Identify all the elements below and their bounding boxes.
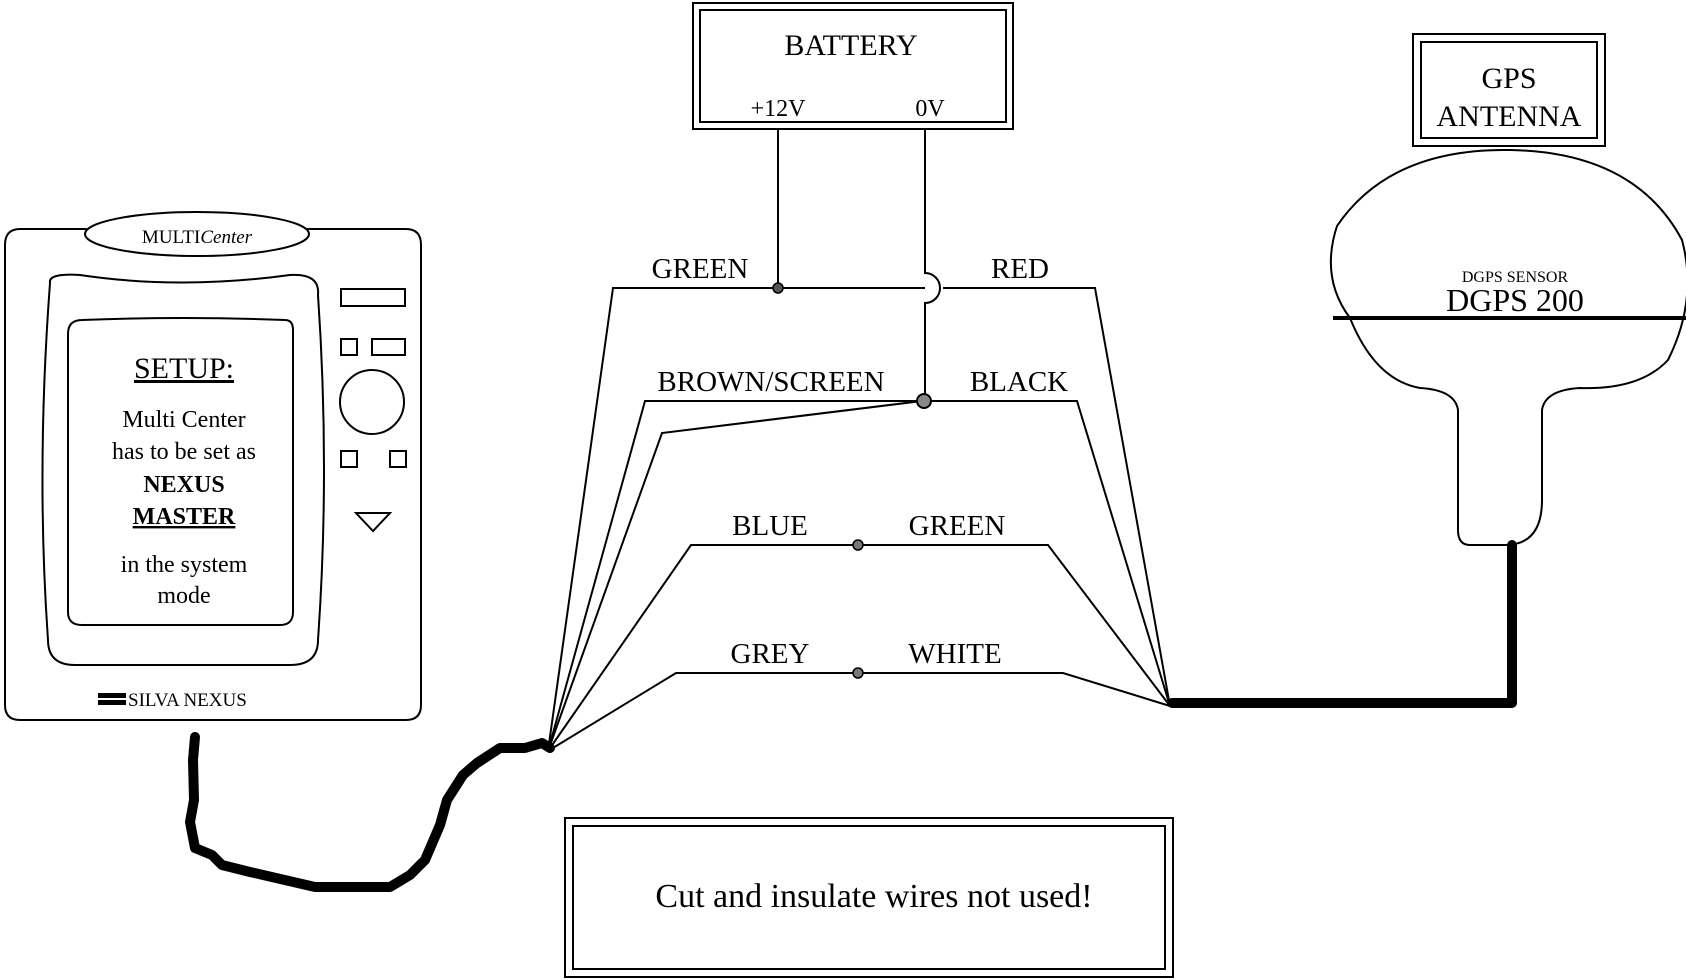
junction-positive (772, 282, 784, 294)
gps-antenna-line2: ANTENNA (1437, 100, 1582, 133)
multicenter-badge (84, 211, 310, 257)
setup-line6: mode (157, 583, 210, 609)
multicenter-badge-text: MULTICenter (142, 227, 253, 248)
setup-line3: NEXUS (143, 472, 224, 498)
dgps-sensor: DGPS SENSOR DGPS 200 (1329, 148, 1686, 546)
wire-blue (547, 544, 858, 752)
battery-title: BATTERY (784, 29, 917, 62)
wire-white (858, 672, 1171, 707)
multicenter-cable (185, 732, 555, 892)
multicenter-button-bottom-left[interactable] (340, 450, 358, 468)
label-grey: GREY (731, 638, 810, 670)
multicenter-rotary-knob[interactable] (339, 369, 405, 435)
junction-grey-white (852, 667, 864, 679)
multicenter-device: MULTICenter SETUP: Multi Center has to b… (4, 211, 422, 721)
multicenter-down-triangle-icon[interactable] (353, 512, 393, 533)
multicenter-button-bottom-right[interactable] (389, 450, 407, 468)
dgps-sensor-body (1329, 148, 1686, 546)
multicenter-brand: SILVA NEXUS (128, 690, 247, 711)
multicenter-small-button-right[interactable] (371, 338, 406, 356)
battery-negative-label: 0V (915, 96, 945, 122)
multicenter-wide-button[interactable] (340, 288, 406, 307)
setup-line5: in the system (121, 552, 248, 578)
label-black: BLACK (970, 366, 1068, 398)
setup-line2: has to be set as (112, 439, 256, 465)
battery-box: BATTERY +12V 0V (692, 2, 1014, 130)
wire-green-right (858, 544, 1171, 707)
dgps-sensor-caption: DGPS SENSOR (1462, 269, 1569, 286)
wire-brown-screen (547, 400, 922, 752)
multicenter-small-button-left[interactable] (340, 338, 358, 356)
dgps-sensor-model: DGPS 200 (1446, 282, 1584, 318)
label-blue: BLUE (732, 510, 808, 542)
label-red: RED (991, 253, 1049, 285)
wire-brown-screen-drain (547, 400, 923, 752)
label-green-left: GREEN (652, 253, 749, 285)
setup-line4: MASTER (133, 504, 236, 530)
wire-grey (547, 672, 858, 752)
wire-green-left (547, 287, 778, 752)
note-box: Cut and insulate wires not used! (564, 817, 1174, 978)
note-text: Cut and insulate wires not used! (655, 878, 1092, 915)
gps-antenna-box: GPS ANTENNA (1412, 33, 1606, 147)
battery-lead-negative (924, 129, 941, 401)
battery-positive-label: +12V (751, 96, 807, 122)
silva-logo-icon (98, 693, 126, 705)
junction-blue-green (852, 539, 864, 551)
multicenter-screen (67, 317, 294, 626)
setup-heading: SETUP: (134, 352, 234, 385)
junction-negative (916, 393, 932, 409)
wire-red (943, 287, 1171, 707)
dgps-cable (1167, 540, 1517, 708)
wire-black (922, 400, 1171, 707)
label-white: WHITE (908, 638, 1001, 670)
label-brown-screen: BROWN/SCREEN (657, 366, 884, 398)
gps-antenna-line1: GPS (1481, 62, 1536, 95)
label-green-right: GREEN (909, 510, 1006, 542)
setup-line1: Multi Center (122, 407, 245, 433)
